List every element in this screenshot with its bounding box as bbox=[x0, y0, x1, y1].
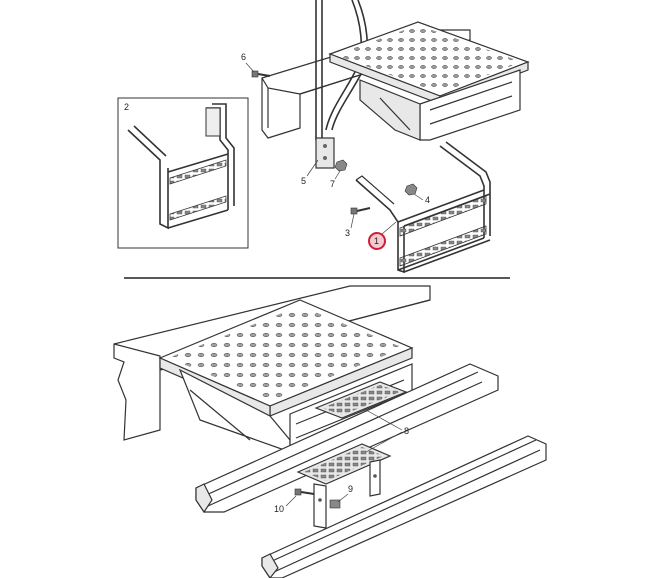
nut-item-4 bbox=[404, 183, 418, 196]
callout-8: 8 bbox=[365, 409, 409, 453]
callout-3-label: 3 bbox=[345, 228, 350, 238]
callout-4-label: 4 bbox=[425, 195, 430, 205]
step-plate-lower-item-8 bbox=[296, 443, 392, 529]
callout-4: 4 bbox=[413, 193, 430, 205]
bolt-item-6 bbox=[251, 70, 271, 78]
inset-detail-item-2 bbox=[117, 97, 249, 249]
callout-6-label: 6 bbox=[241, 52, 246, 62]
callout-7: 7 bbox=[330, 170, 341, 189]
callout-9-label: 9 bbox=[348, 484, 353, 494]
callout-5-label: 5 bbox=[301, 176, 306, 186]
callout-7-label: 7 bbox=[330, 179, 335, 189]
mounting-bracket bbox=[315, 137, 335, 169]
callout-8-label: 8 bbox=[404, 426, 409, 436]
callout-2: 2 bbox=[124, 102, 129, 112]
callout-10: 10 bbox=[274, 495, 297, 514]
callout-10-label: 10 bbox=[274, 504, 284, 514]
callout-3: 3 bbox=[345, 213, 355, 238]
bolt-item-10 bbox=[294, 488, 315, 496]
ladder-step-item-1 bbox=[355, 141, 491, 274]
nut-item-7 bbox=[334, 159, 348, 172]
callout-5: 5 bbox=[301, 159, 319, 186]
step-plate-upper-item-8 bbox=[314, 381, 408, 419]
top-assembly bbox=[251, 0, 530, 274]
bottom-assembly bbox=[113, 285, 547, 578]
callout-9: 9 bbox=[337, 484, 353, 503]
callout-1-label: 1 bbox=[374, 236, 379, 246]
nut-item-9 bbox=[329, 499, 341, 509]
callout-6: 6 bbox=[241, 52, 255, 73]
callout-1-highlighted: 1 bbox=[368, 221, 397, 250]
bolt-item-3 bbox=[350, 207, 371, 215]
callout-2-label: 2 bbox=[124, 102, 129, 112]
highlight-ring bbox=[368, 232, 386, 250]
